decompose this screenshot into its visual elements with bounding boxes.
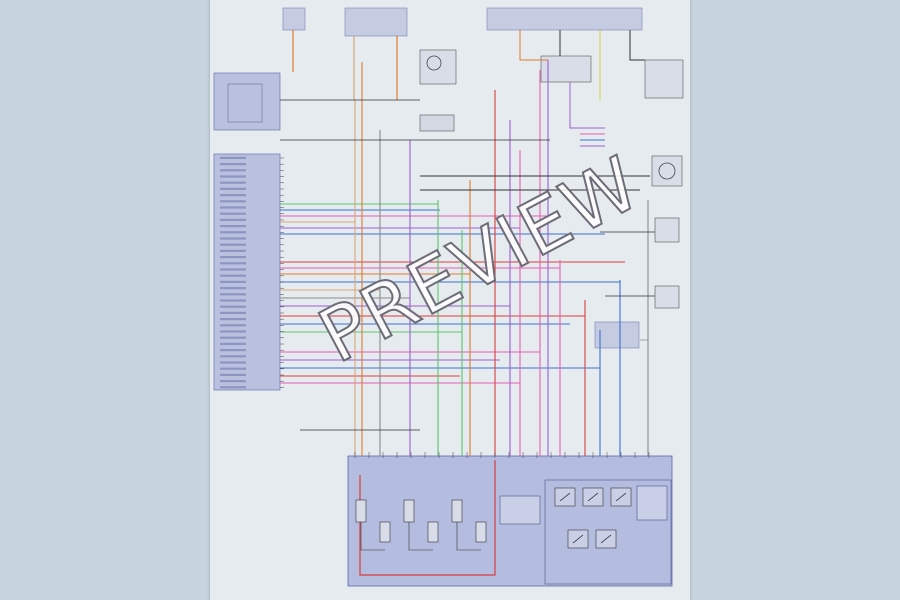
switch-icon: [615, 492, 627, 502]
pin-label-placeholder: [220, 156, 246, 159]
pin-label-placeholder: [220, 299, 246, 302]
pin-label-placeholder: [220, 355, 246, 358]
right-connector: [644, 59, 684, 99]
switch-icon: [587, 492, 599, 502]
pin-label-placeholder: [220, 237, 246, 240]
pin-label-placeholder: [220, 361, 246, 364]
solenoid-lead: [360, 522, 385, 551]
connector-pins: [220, 156, 650, 458]
top-fuse-blocks: [282, 7, 643, 37]
pin-label-placeholder: [220, 256, 246, 259]
pin-label-placeholder: [220, 187, 246, 190]
pin-label-placeholder: [220, 231, 246, 234]
solenoid-icon: [451, 499, 463, 523]
output-speed-sensor: [651, 155, 683, 187]
pin-label-placeholder: [220, 169, 246, 172]
pin-label-placeholder: [220, 367, 246, 370]
overdrive-switch: [540, 55, 592, 83]
pin-label-placeholder: [220, 280, 246, 283]
wire: [629, 30, 645, 61]
throttle-sensor: [654, 217, 680, 243]
sensor-icon: [426, 55, 442, 71]
solenoid-lead: [456, 522, 481, 551]
pin-label-placeholder: [220, 318, 246, 321]
pin-label-placeholder: [220, 311, 246, 314]
sensor-icon: [658, 162, 676, 180]
pin-label-placeholder: [220, 373, 246, 376]
pin-label-placeholder: [220, 206, 246, 209]
solenoid-icon: [475, 521, 487, 543]
solenoid-icon: [355, 499, 367, 523]
solenoid-icon: [403, 499, 415, 523]
pin-label-placeholder: [220, 249, 246, 252]
pin-label-placeholder: [220, 218, 246, 221]
pin-label-placeholder: [220, 287, 246, 290]
pin-label-placeholder: [220, 386, 246, 389]
wire: [359, 460, 496, 576]
pin-label-placeholder: [220, 330, 246, 333]
pin-label-placeholder: [220, 225, 246, 228]
transmission-assembly: [347, 455, 673, 587]
solenoid-icon: [427, 521, 439, 543]
pressure-control-solenoid: [499, 495, 541, 525]
pin-label-placeholder: [220, 268, 246, 271]
pin-label-placeholder: [220, 349, 246, 352]
pressure-switch-manifold: [544, 479, 672, 585]
relay-box: [419, 114, 455, 132]
switch-icon: [559, 492, 571, 502]
temperature-sensor: [654, 285, 680, 309]
pressure-switches: [554, 487, 632, 549]
wire: [519, 30, 548, 61]
vehicle-speed-sensor: [419, 49, 457, 85]
pin-label-placeholder: [220, 380, 246, 383]
wire-harness: [280, 30, 655, 576]
pin-label-placeholder: [220, 212, 246, 215]
pin-label-placeholder: [220, 336, 246, 339]
pin-label-placeholder: [220, 194, 246, 197]
fuse-block-3: [486, 7, 643, 31]
pin-label-placeholder: [220, 305, 246, 308]
wire: [569, 82, 600, 129]
diagnostic-connector-box: [213, 72, 281, 131]
pin-label-placeholder: [220, 262, 246, 265]
pin-label-placeholder: [220, 274, 246, 277]
pin-label-placeholder: [220, 324, 246, 327]
pin-label-placeholder: [220, 200, 246, 203]
pin-label-placeholder: [220, 163, 246, 166]
pin-label-placeholder: [220, 342, 246, 345]
pin-label-placeholder: [220, 181, 246, 184]
fluid-temp-sensor: [636, 485, 668, 521]
brake-switch-box: [594, 321, 640, 349]
left-modules: [213, 72, 281, 391]
fuse-block-1: [282, 7, 306, 31]
pin-label-placeholder: [220, 243, 246, 246]
center-components: [419, 49, 684, 349]
shift-solenoids: [355, 499, 487, 551]
solenoid-lead: [408, 522, 433, 551]
pin-label-placeholder: [220, 293, 246, 296]
wire: [640, 339, 649, 420]
pin-label-placeholder: [220, 175, 246, 178]
switch-icon: [600, 534, 612, 544]
solenoid-icon: [379, 521, 391, 543]
diagnostic-connector-inner: [227, 83, 263, 123]
switch-icon: [572, 534, 584, 544]
fuse-block-2: [344, 7, 408, 37]
